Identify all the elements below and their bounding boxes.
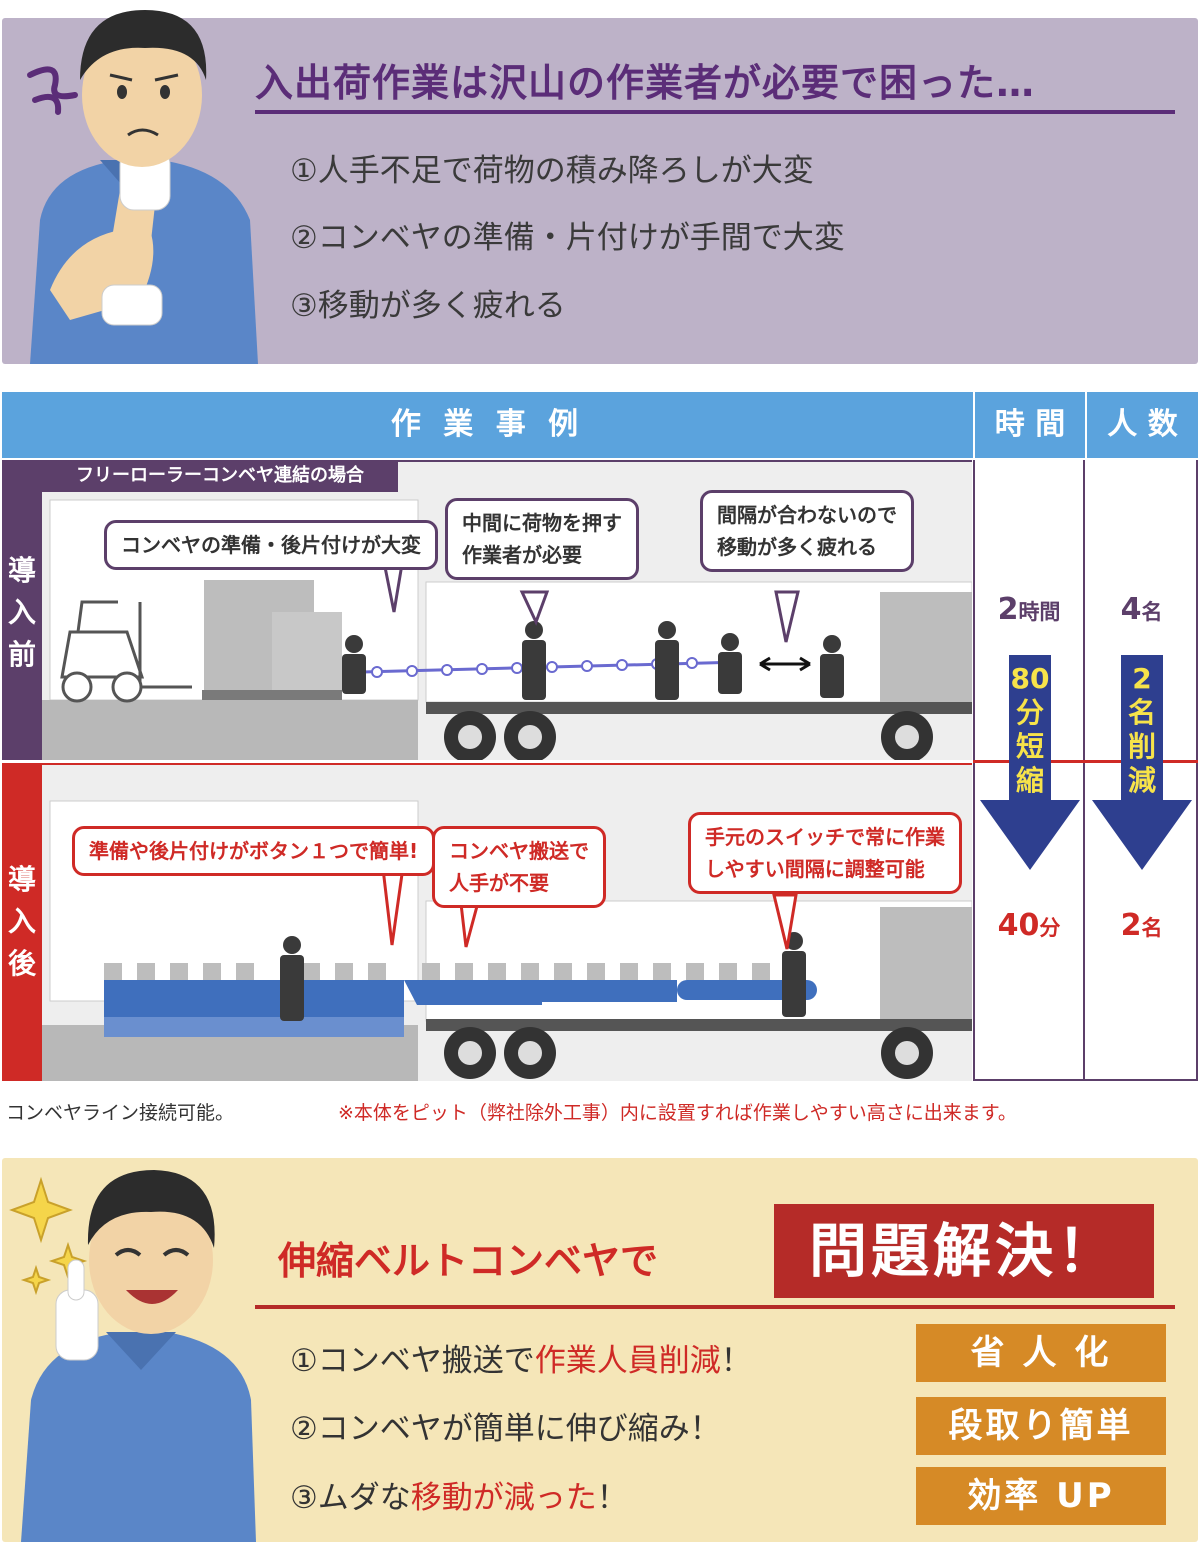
note-connection: コンベヤライン接続可能。 [6, 1102, 235, 1124]
people-reduction-char: 2 [1132, 662, 1152, 695]
problem-item-2: ②コンベヤの準備・片付けが手間で大変 [290, 220, 845, 256]
worried-worker-illustration [27, 10, 258, 364]
people-column [1085, 460, 1198, 1081]
solution-item-2-text: ②コンベヤが簡単に伸び縮み！ [290, 1411, 721, 1447]
after-people-value: 2名 [1085, 908, 1198, 943]
before-row-label: 導 入 前 [2, 460, 42, 760]
benefit-easy-setup: 段取り簡単 [916, 1397, 1166, 1455]
after-label-char: 導 [7, 863, 36, 896]
row-divider [973, 760, 1198, 763]
time-reduction-arrow [980, 655, 1080, 870]
time-column [973, 460, 1085, 1081]
before-label-char: 入 [7, 596, 36, 629]
connection-case-tag: フリーローラーコンベヤ連結の場合 [42, 460, 398, 492]
solution-item-3: ③ムダな移動が減った！ [290, 1472, 628, 1517]
solution-item-1-highlight: 作業人員削減 [534, 1343, 721, 1379]
table-header [2, 392, 1198, 458]
time-reduction-char: 短 [1015, 730, 1044, 763]
before-bubble-fatigue: 間隔が合わないので 移動が多く疲れる [700, 490, 914, 572]
before-people-number: 4 [1120, 592, 1142, 627]
solution-item-3-end: ！ [596, 1480, 628, 1516]
before-time-unit: 時間 [1018, 600, 1061, 624]
problem-item-3: ③移動が多く疲れる [290, 288, 566, 324]
solution-item-1: ①コンベヤ搬送で作業人員削減！ [290, 1335, 752, 1380]
problem-title: 入出荷作業は沢山の作業者が必要で困った… [255, 61, 1036, 105]
solution-item-3-highlight: 移動が減った [410, 1480, 597, 1516]
solution-title-underline [255, 1305, 1175, 1309]
before-scene-illustration [42, 499, 972, 760]
after-people-number: 2 [1120, 908, 1142, 943]
problem-item-1: ①人手不足で荷物の積み降ろしが大変 [290, 153, 814, 189]
after-bubble-setup: 準備や後片付けがボタン１つで簡単! [72, 826, 436, 876]
problem-solved-badge: 問題解決！ [774, 1204, 1154, 1298]
before-bubble-pusher: 中間に荷物を押す 作業者が必要 [445, 498, 639, 580]
solution-item-2: ②コンベヤが簡単に伸び縮み！ [290, 1403, 721, 1448]
before-people-unit: 名 [1141, 600, 1163, 624]
before-time-value: 2時間 [973, 592, 1085, 627]
after-time-unit: 分 [1039, 916, 1061, 940]
people-reduction-arrow [1092, 655, 1192, 870]
before-label-char: 前 [7, 638, 36, 671]
people-reduction-label: 2 名 削 減 [1121, 662, 1163, 798]
happy-worker-illustration [9, 1170, 256, 1542]
after-bubble-switch: 手元のスイッチで常に作業 しやすい間隔に調整可能 [688, 812, 962, 894]
solution-item-1-end: ！ [720, 1343, 752, 1379]
after-time-value: 40分 [973, 908, 1085, 943]
header-people: 人 数 [1107, 407, 1178, 442]
before-time-number: 2 [997, 592, 1019, 627]
benefit-efficiency-up: 効率 UP [916, 1467, 1166, 1525]
before-bubble-setup: コンベヤの準備・後片付けが大変 [104, 520, 438, 570]
time-reduction-label: 80 分 短 縮 [1009, 662, 1051, 798]
solution-title: 伸縮ベルトコンベヤで [278, 1239, 659, 1283]
after-label-char: 入 [7, 905, 36, 938]
after-scene-illustration [42, 800, 972, 1081]
time-reduction-char: 分 [1015, 696, 1044, 729]
time-reduction-char: 縮 [1015, 764, 1044, 797]
time-reduction-char: 80 [1010, 662, 1050, 695]
header-time: 時 間 [994, 407, 1066, 442]
solution-item-3-text: ③ムダな [290, 1480, 411, 1516]
problem-title-underline [255, 110, 1175, 114]
before-label-char: 導 [7, 554, 36, 587]
header-work-case: 作 業 事 例 [390, 407, 585, 442]
after-people-unit: 名 [1141, 916, 1163, 940]
before-people-value: 4名 [1085, 592, 1198, 627]
after-time-number: 40 [997, 908, 1040, 943]
solution-item-1-text: ①コンベヤ搬送で [290, 1343, 535, 1379]
after-row-label: 導 入 後 [2, 763, 42, 1081]
after-label-char: 後 [7, 947, 36, 980]
header-divider [1085, 392, 1087, 458]
people-reduction-char: 名 [1127, 696, 1156, 729]
after-bubble-no-worker: コンベヤ搬送で 人手が不要 [432, 826, 606, 908]
header-divider [973, 392, 975, 458]
benefit-labor-saving: 省 人 化 [916, 1324, 1166, 1382]
note-pit-install: ※本体をピット（弊社除外工事）内に設置すれば作業しやすい高さに出来ます。 [338, 1102, 1017, 1124]
people-reduction-char: 減 [1127, 764, 1156, 797]
people-reduction-char: 削 [1127, 730, 1156, 763]
